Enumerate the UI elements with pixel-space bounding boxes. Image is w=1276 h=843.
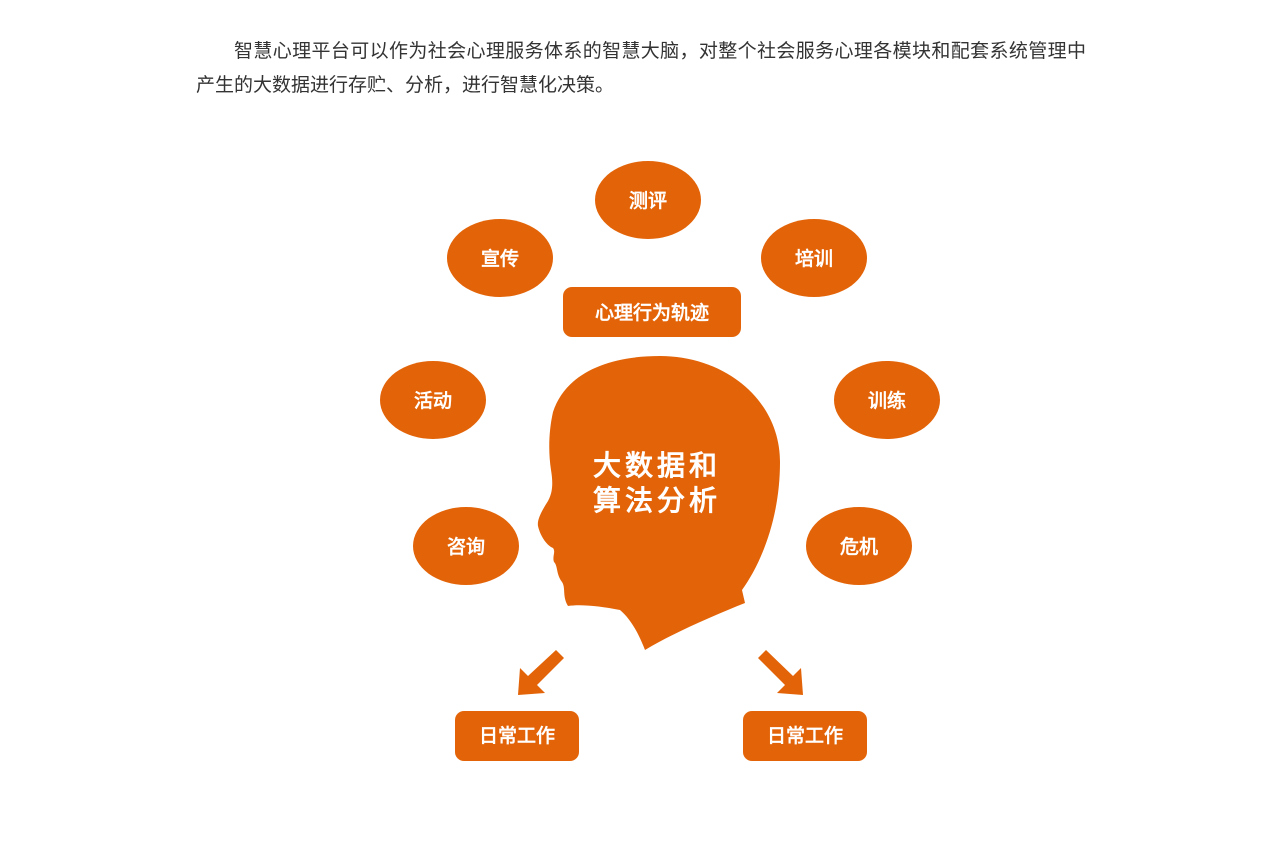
track-box-label: 心理行为轨迹 — [595, 301, 709, 324]
arrow-right-down — [758, 650, 803, 695]
bubble-training: 培训 — [761, 219, 867, 297]
bubble-activity: 活动 — [380, 361, 486, 439]
head-label-line2: 算法分析 — [593, 484, 721, 517]
head-shape — [537, 356, 780, 650]
bubble-publicity-label: 宣传 — [481, 247, 519, 270]
bubble-evaluation-label: 测评 — [629, 190, 667, 212]
output-box-right: 日常工作 — [743, 711, 867, 761]
bubble-consultation: 咨询 — [413, 507, 519, 585]
bubble-training-label: 培训 — [795, 247, 833, 270]
head-label-line1: 大数据和 — [593, 449, 721, 482]
track-box: 心理行为轨迹 — [563, 287, 741, 337]
output-box-right-label: 日常工作 — [767, 724, 843, 747]
bubble-exercise-label: 训练 — [868, 389, 906, 412]
bubble-crisis: 危机 — [806, 507, 912, 585]
output-box-left-label: 日常工作 — [479, 724, 555, 747]
bubble-evaluation: 测评 — [595, 161, 701, 239]
bubble-activity-label: 活动 — [414, 389, 452, 412]
arrow-left-down — [518, 650, 564, 695]
bubble-crisis-label: 危机 — [840, 535, 878, 558]
output-box-left: 日常工作 — [455, 711, 579, 761]
bubble-publicity: 宣传 — [447, 219, 553, 297]
bubble-consultation-label: 咨询 — [447, 535, 485, 558]
bubble-exercise: 训练 — [834, 361, 940, 439]
intro-paragraph: 智慧心理平台可以作为社会心理服务体系的智慧大脑，对整个社会服务心理各模块和配套系… — [196, 40, 1086, 96]
head-silhouette: 大数据和 算法分析 — [537, 356, 780, 650]
